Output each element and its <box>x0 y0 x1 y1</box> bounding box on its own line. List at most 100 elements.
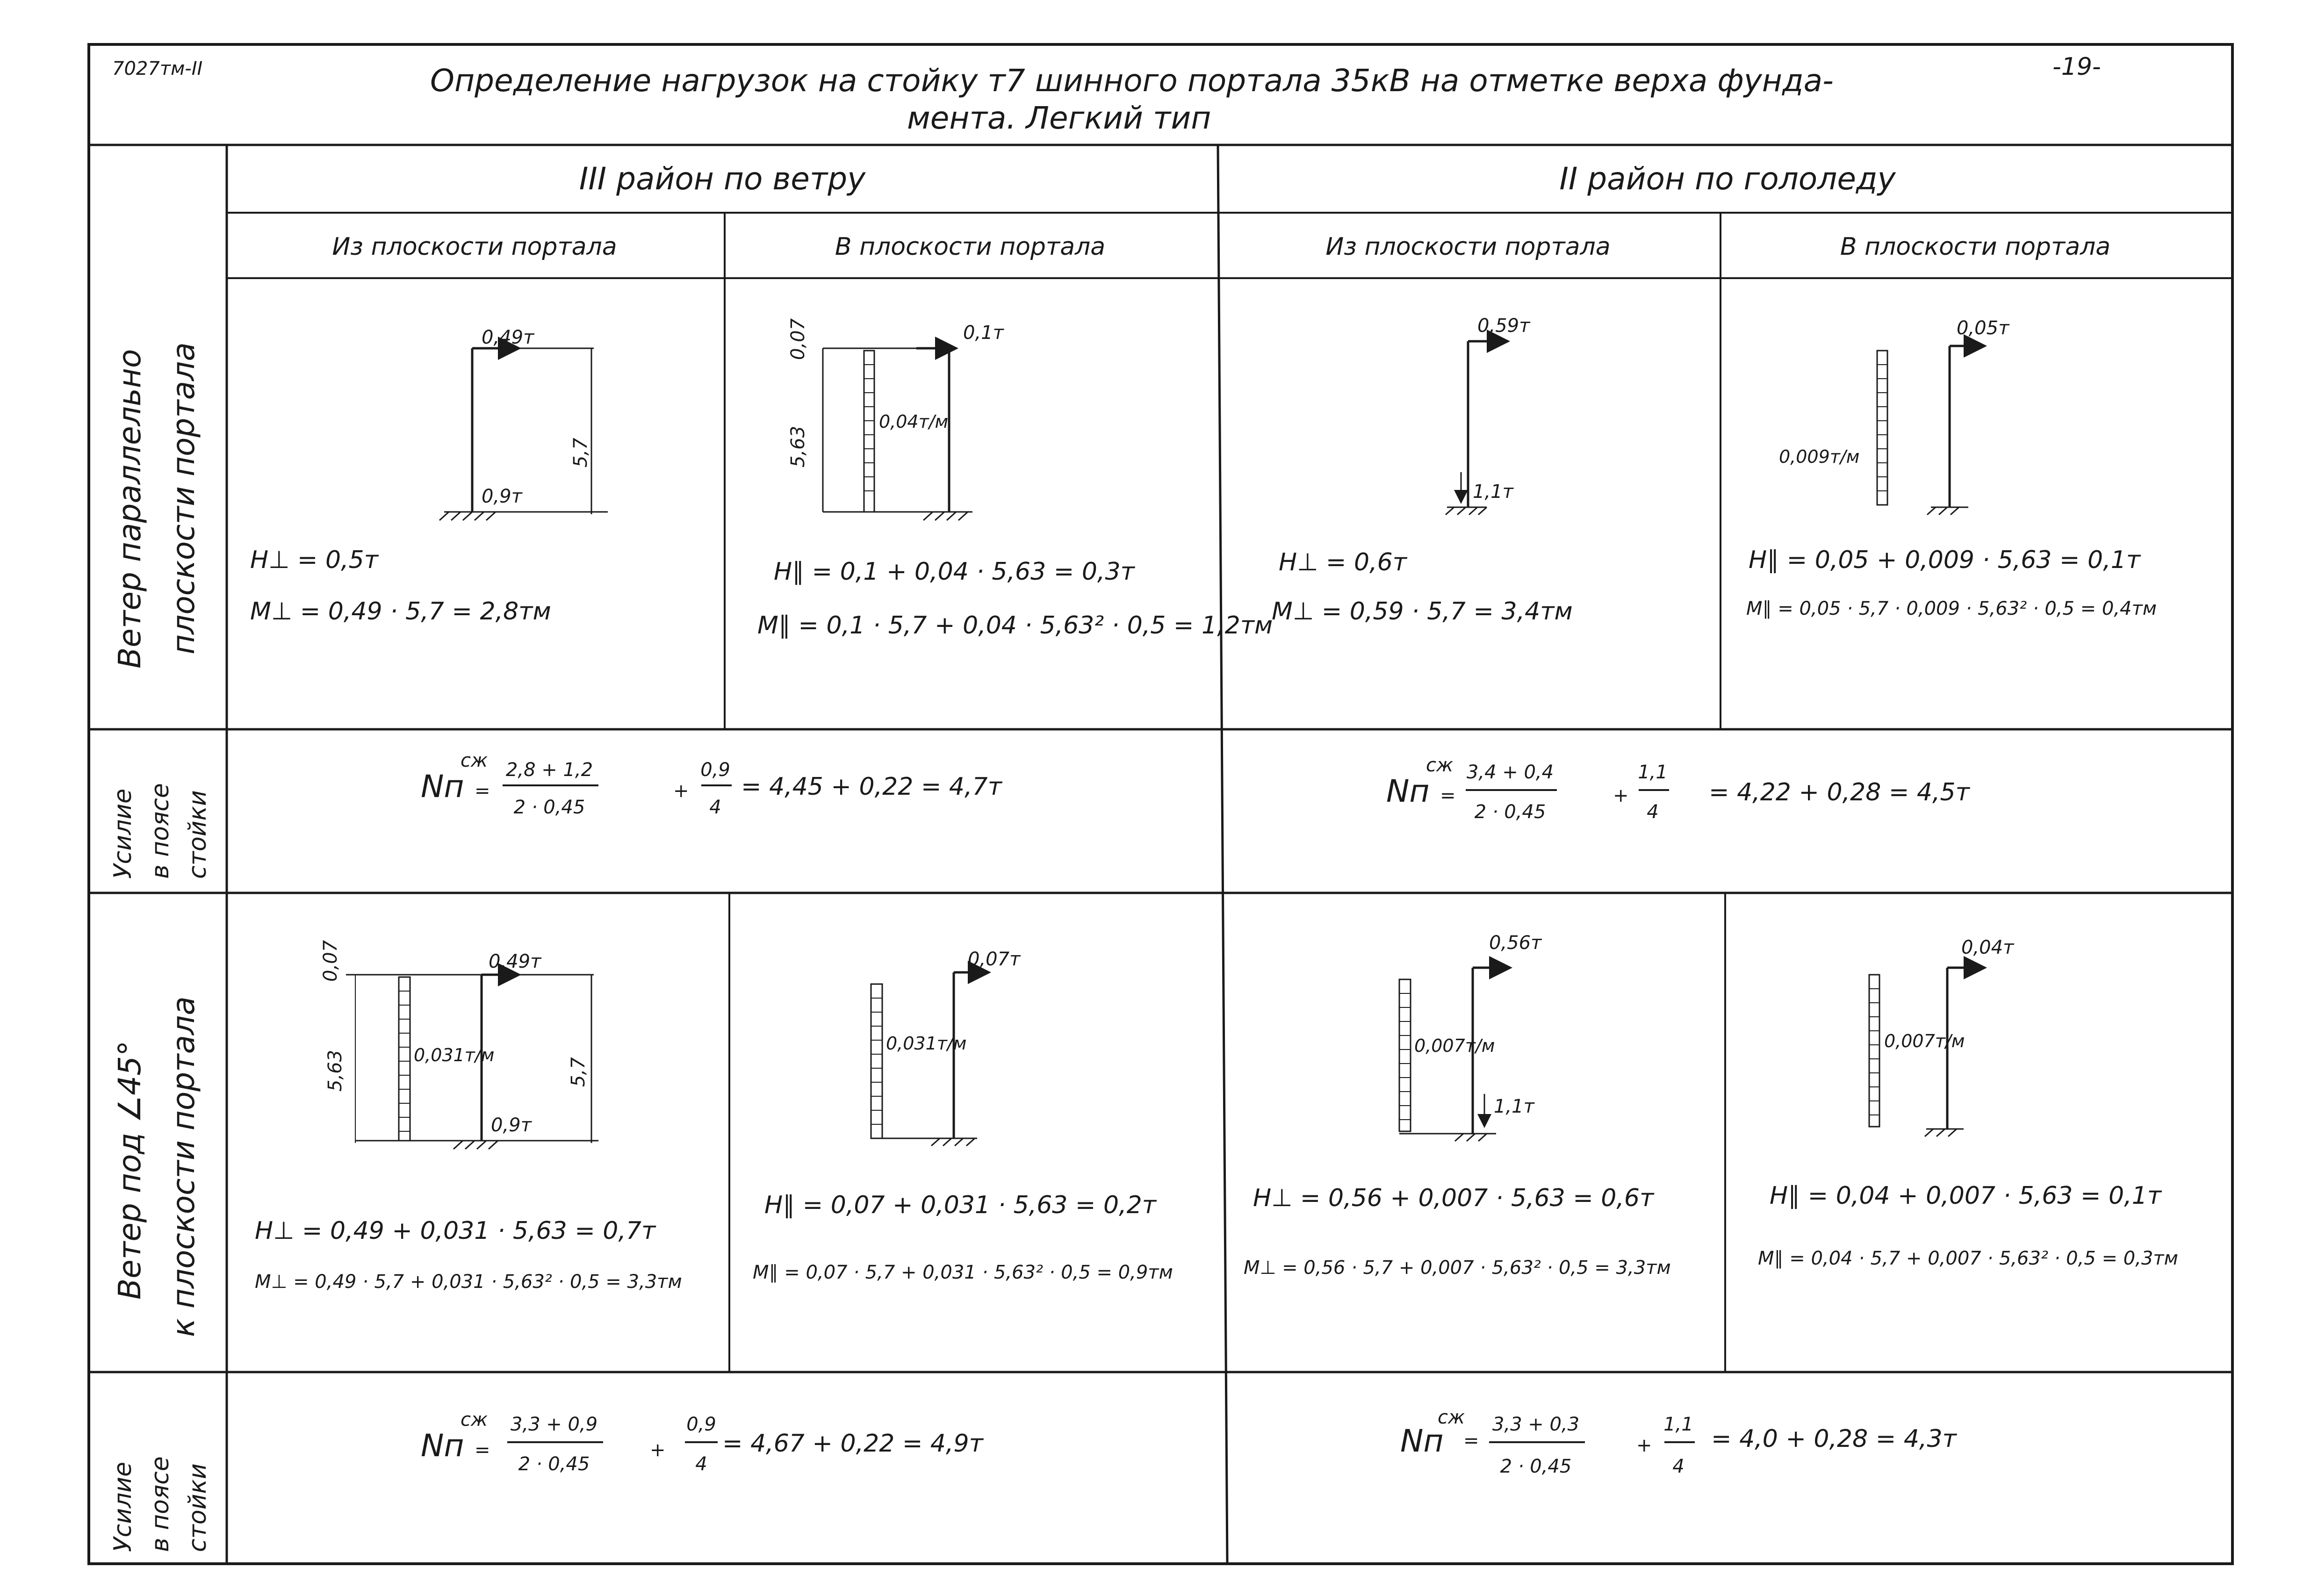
diagram-r1c3 <box>1445 330 1510 516</box>
row-label-wind-45: Ветер под ∠45° к плоскости портала <box>112 996 202 1337</box>
diagram-r3c1 <box>346 963 598 1150</box>
force-formula-ice: Nп сж = 3,4 + 0,4 2 · 0,45 + 1,1 4 = 4,2… <box>1386 755 1971 823</box>
r3c1-dist-load: 0,031т/м <box>414 1045 494 1065</box>
force-formula-wind: Nп сж = 2,8 + 1,2 2 · 0,45 + 0,9 4 = 4,4… <box>421 750 1003 818</box>
r3c1-eq-m: M⊥ = 0,49 · 5,7 + 0,031 · 5,63² · 0,5 = … <box>255 1271 682 1293</box>
col-in-plane-ice: В плоскости портала <box>1840 233 2110 261</box>
svg-text:сж: сж <box>461 750 488 771</box>
r1c1-vertical-load: 0,9т <box>482 486 523 507</box>
table-grid <box>87 43 2234 1565</box>
svg-text:3,4 + 0,4: 3,4 + 0,4 <box>1467 762 1554 783</box>
r1c3-eq-m: M⊥ = 0,59 · 5,7 = 3,4тм <box>1272 597 1573 625</box>
r1c4-dist-load: 0,009т/м <box>1779 446 1859 467</box>
col-out-of-plane-wind: Из плоскости портала <box>332 233 617 261</box>
svg-text:= 4,22 + 0,28 = 4,5т: = 4,22 + 0,28 = 4,5т <box>1709 778 1971 806</box>
r3c3-eq-m: M⊥ = 0,56 · 5,7 + 0,007 · 5,63² · 0,5 = … <box>1244 1257 1671 1279</box>
r3c2-eq-h: H∥ = 0,07 + 0,031 · 5,63 = 0,2т <box>764 1191 1157 1219</box>
svg-text:1,1: 1,1 <box>1638 762 1668 783</box>
svg-text:Ветер под ∠45°: Ветер под ∠45° <box>112 1041 148 1300</box>
row-label-wind-parallel: Ветер параллельно плоскости портала <box>112 342 202 669</box>
r1c4-eq-m: M∥ = 0,05 · 5,7 · 0,009 · 5,63² · 0,5 = … <box>1746 598 2157 619</box>
svg-text:сж: сж <box>461 1409 488 1431</box>
r3c3-top-load: 0,56т <box>1489 932 1542 954</box>
svg-text:Nп: Nп <box>1386 773 1430 809</box>
r3c4-eq-h: H∥ = 0,04 + 0,007 · 5,63 = 0,1т <box>1770 1182 2162 1210</box>
svg-text:Усилие: Усилие <box>109 1462 137 1552</box>
page-number: -19- <box>2052 53 2101 81</box>
diagram-r3c2 <box>870 961 991 1147</box>
svg-text:=: = <box>1463 1430 1479 1452</box>
r3c3-eq-h: H⊥ = 0,56 + 0,007 · 5,63 = 0,6т <box>1253 1184 1655 1212</box>
r1c2-top-height: 0,07 <box>787 318 809 360</box>
svg-text:Nп: Nп <box>421 1428 464 1464</box>
diagram-r1c4 <box>1876 334 1987 516</box>
svg-text:=: = <box>475 1439 490 1461</box>
r1c1-eq-m: M⊥ = 0,49 · 5,7 = 2,8тм <box>250 597 551 625</box>
r1c2-eq-m: M∥ = 0,1 · 5,7 + 0,04 · 5,63² · 0,5 = 1,… <box>757 611 1273 640</box>
r3c1-eq-h: H⊥ = 0,49 + 0,031 · 5,63 = 0,7т <box>255 1217 656 1245</box>
svg-text:2 · 0,45: 2 · 0,45 <box>518 1453 590 1475</box>
r1c3-top-load: 0,59т <box>1477 315 1531 337</box>
r1c1-eq-h: H⊥ = 0,5т <box>250 546 379 574</box>
svg-text:+: + <box>673 780 689 802</box>
svg-text:+: + <box>1636 1435 1652 1456</box>
r1c2-eq-h: H∥ = 0,1 + 0,04 · 5,63 = 0,3т <box>774 558 1136 586</box>
svg-text:1,1: 1,1 <box>1663 1414 1693 1435</box>
svg-text:2 · 0,45: 2 · 0,45 <box>1500 1456 1572 1477</box>
svg-text:= 4,45 + 0,22 = 4,7т: = 4,45 + 0,22 = 4,7т <box>741 773 1003 801</box>
svg-text:= 4,0 + 0,28 = 4,3т: = 4,0 + 0,28 = 4,3т <box>1711 1425 1958 1453</box>
r3c1-top-height: 0,07 <box>320 940 341 982</box>
row-label-force-1: Усилие в поясе стойки <box>109 783 212 879</box>
r3c2-top-load: 0,07т <box>968 949 1021 970</box>
r3c4-eq-m: M∥ = 0,04 · 5,7 + 0,007 · 5,63² · 0,5 = … <box>1758 1248 2178 1269</box>
svg-text:Nп: Nп <box>421 769 464 805</box>
r3c3-vertical-load: 1,1т <box>1494 1096 1535 1117</box>
svg-text:4: 4 <box>1672 1456 1684 1477</box>
r1c1-top-load: 0,49т <box>482 327 535 348</box>
svg-text:=: = <box>475 780 490 802</box>
r3c2-dist-load: 0,031т/м <box>886 1033 966 1054</box>
r3c1-vertical-load: 0,9т <box>491 1114 533 1136</box>
r1c2-dist-load: 0,04т/м <box>879 411 948 432</box>
svg-text:4: 4 <box>709 797 721 818</box>
ice-region-header: II район по гололеду <box>1559 161 1896 197</box>
svg-text:= 4,67 + 0,22 = 4,9т: = 4,67 + 0,22 = 4,9т <box>722 1430 984 1458</box>
r3c2-eq-m: M∥ = 0,07 · 5,7 + 0,031 · 5,63² · 0,5 = … <box>753 1262 1173 1283</box>
svg-text:сж: сж <box>1426 755 1453 776</box>
svg-text:стойки: стойки <box>184 790 212 879</box>
svg-text:+: + <box>1613 785 1629 806</box>
svg-text:к плоскости портала: к плоскости портала <box>166 996 202 1337</box>
wind-region-header: III район по ветру <box>579 161 866 197</box>
svg-text:0,9: 0,9 <box>686 1414 716 1435</box>
r3c1-height-left: 5,63 <box>324 1050 346 1092</box>
svg-text:стойки: стойки <box>184 1463 212 1552</box>
document-code: 7027тм-II <box>112 58 202 79</box>
r3c1-top-load: 0,49т <box>489 951 542 972</box>
r1c3-vertical-load: 1,1т <box>1473 481 1514 503</box>
diagram-r1c2 <box>822 337 972 521</box>
svg-text:Ветер параллельно: Ветер параллельно <box>112 349 148 669</box>
svg-text:плоскости портала: плоскости портала <box>166 342 202 654</box>
svg-text:=: = <box>1440 785 1456 806</box>
svg-text:+: + <box>650 1439 666 1461</box>
svg-text:Nп: Nп <box>1400 1423 1444 1459</box>
svg-text:сж: сж <box>1438 1407 1465 1428</box>
svg-text:4: 4 <box>1647 801 1658 823</box>
force-formula-wind-45: Nп сж = 3,3 + 0,9 2 · 0,45 + 0,9 4 = 4,6… <box>421 1409 984 1475</box>
r1c3-eq-h: H⊥ = 0,6т <box>1279 548 1408 576</box>
svg-text:3,3 + 0,3: 3,3 + 0,3 <box>1492 1414 1579 1435</box>
r1c1-height: 5,7 <box>570 438 591 467</box>
svg-text:0,9: 0,9 <box>700 759 730 781</box>
r1c2-top-load: 0,1т <box>963 322 1005 344</box>
diagram-r3c3 <box>1398 956 1512 1142</box>
svg-text:2 · 0,45: 2 · 0,45 <box>514 797 585 818</box>
svg-text:Усилие: Усилие <box>109 789 137 879</box>
svg-text:2 · 0,45: 2 · 0,45 <box>1475 801 1546 823</box>
svg-text:4: 4 <box>695 1453 707 1475</box>
col-in-plane-wind: В плоскости портала <box>835 233 1105 261</box>
r3c4-top-load: 0,04т <box>1961 937 2015 958</box>
svg-text:в поясе: в поясе <box>146 783 174 879</box>
title-line-1: Определение нагрузок на стойку т7 шинног… <box>430 63 1834 99</box>
r1c4-top-load: 0,05т <box>1957 317 2010 339</box>
